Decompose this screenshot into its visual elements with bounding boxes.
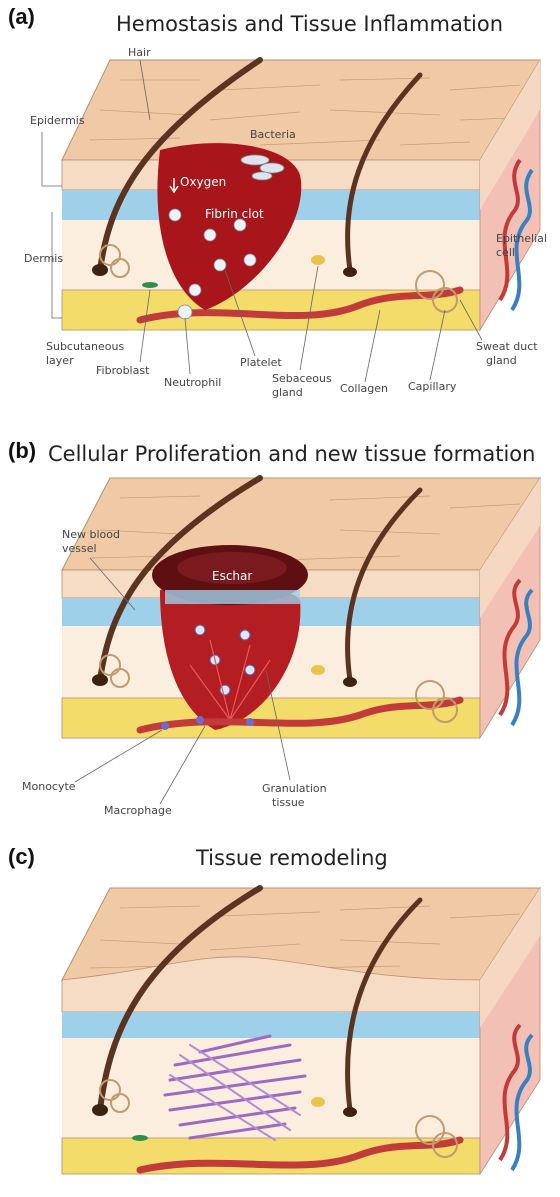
- label-capillary: Capillary: [408, 380, 457, 393]
- skin-block: [62, 888, 540, 1174]
- label-collagen: Collagen: [340, 382, 388, 395]
- label-dermis: Dermis: [24, 252, 63, 265]
- label-oxygen: Oxygen: [180, 175, 226, 189]
- label-epithelial: Epithelial: [496, 232, 547, 245]
- label-sebaceous: Sebaceous: [272, 372, 332, 385]
- sebaceous-gland: [311, 665, 325, 675]
- label-tissue: tissue: [272, 796, 305, 809]
- label-vessel: vessel: [62, 542, 97, 555]
- label-subcutaneous: Subcutaneous: [46, 340, 124, 353]
- fibroblast-cell: [142, 282, 158, 288]
- label-fibroblast: Fibroblast: [96, 364, 150, 377]
- label-hair: Hair: [128, 46, 151, 59]
- label-new-blood: New blood: [62, 528, 120, 541]
- panel-a: (a) Hemostasis and Tissue Inflammation: [0, 0, 560, 420]
- label-layer: layer: [46, 354, 74, 367]
- label-sweat-duct: Sweat duct: [476, 340, 538, 353]
- skin-diagram-remodeling: [0, 840, 560, 1197]
- label-eschar: Eschar: [212, 569, 252, 583]
- label-neutrophil: Neutrophil: [164, 376, 221, 389]
- fibroblast-cell: [132, 1135, 148, 1141]
- label-bacteria: Bacteria: [250, 128, 296, 141]
- label-epidermis: Epidermis: [30, 114, 85, 127]
- panel-c: (c) Tissue remodeling: [0, 840, 560, 1197]
- sebaceous-gland: [311, 1097, 325, 1107]
- label-macrophage: Macrophage: [104, 804, 172, 817]
- label-cell: cell: [496, 246, 515, 259]
- sebaceous-gland: [311, 255, 325, 265]
- label-monocyte: Monocyte: [22, 780, 76, 793]
- label-sweat-gland: gland: [486, 354, 517, 367]
- skin-diagram-hemostasis: Oxygen Fibrin clot Hair Epidermis Dermis…: [0, 0, 560, 420]
- skin-diagram-proliferation: Eschar New blood vessel Monocyte Macroph…: [0, 430, 560, 830]
- label-platelet: Platelet: [240, 356, 282, 369]
- label-sebaceous-gland: gland: [272, 386, 303, 399]
- skin-block: [62, 60, 540, 330]
- label-granulation: Granulation: [262, 782, 327, 795]
- panel-b: (b) Cellular Proliferation and new tissu…: [0, 430, 560, 830]
- label-fibrin-clot: Fibrin clot: [205, 207, 264, 221]
